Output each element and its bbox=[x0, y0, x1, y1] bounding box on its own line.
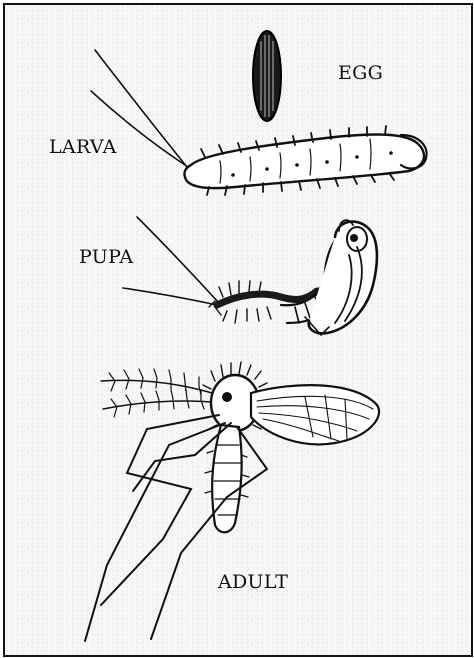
life-cycle-illustration bbox=[5, 5, 471, 655]
pupa-label: PUPA bbox=[79, 246, 133, 268]
diagram-frame: EGG LARVA PUPA ADULT bbox=[3, 3, 473, 657]
pupa-illustration bbox=[123, 217, 377, 335]
larva-label: LARVA bbox=[49, 136, 117, 158]
adult-label: ADULT bbox=[218, 571, 288, 593]
egg-label: EGG bbox=[338, 62, 383, 84]
egg-illustration bbox=[253, 31, 281, 121]
adult-illustration bbox=[85, 362, 379, 641]
